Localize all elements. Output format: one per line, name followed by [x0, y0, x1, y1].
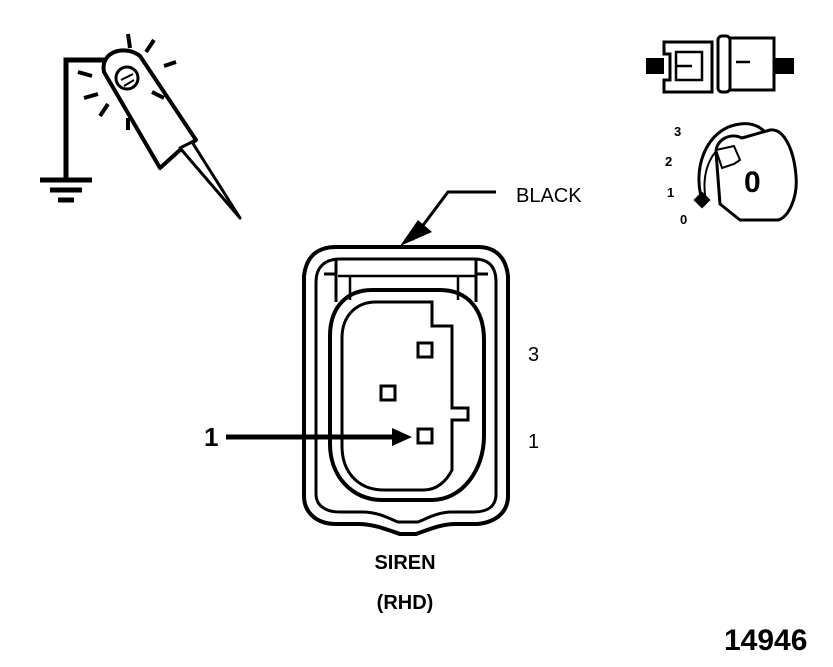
key-position-0: 0 — [680, 212, 687, 227]
component-name: SIREN — [374, 552, 435, 574]
pin-cavity-2 — [379, 384, 397, 402]
key-face-text: 0 — [744, 166, 761, 199]
wire-color-leader — [400, 190, 496, 246]
component-variant: (RHD) — [377, 592, 434, 614]
key-position-2: 2 — [665, 154, 672, 169]
pin-number-1-label: 1 — [528, 431, 539, 453]
key-position-1: 1 — [667, 185, 674, 200]
key-position-3: 3 — [674, 124, 681, 139]
ignition-key-off-icon: 0 3 2 1 0 — [665, 122, 798, 227]
pin-cavity-1 — [416, 427, 434, 445]
wire-color-label: BLACK — [516, 185, 582, 207]
test-probe-ground-icon — [40, 33, 242, 220]
pointer-number-label: 1 — [204, 422, 218, 452]
siren-connector-face — [302, 245, 510, 536]
pin-number-3-label: 3 — [528, 344, 539, 366]
figure-number: 14946 — [724, 624, 807, 657]
pin-1-pointer-arrow — [226, 428, 412, 446]
disconnected-connector-icon — [646, 34, 794, 94]
pin-cavity-3 — [416, 341, 434, 359]
